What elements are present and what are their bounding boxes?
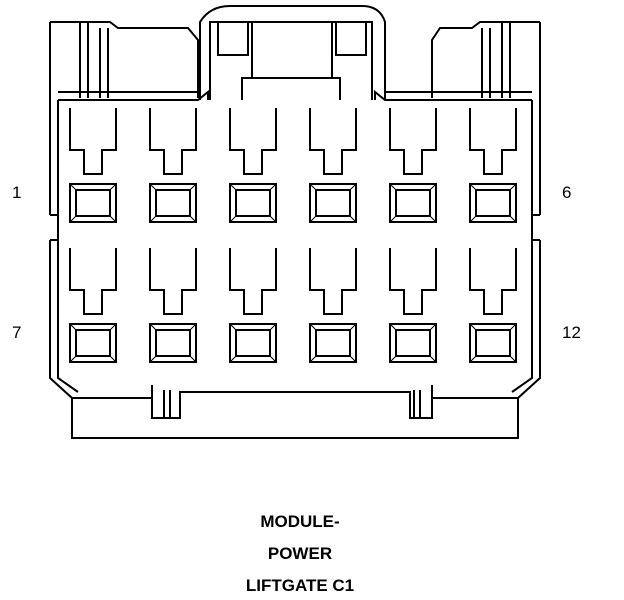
connector-body-inner-edge: [57, 100, 533, 393]
terminal-inner: [315, 189, 351, 217]
caption-line-2: POWER: [267, 544, 333, 563]
terminal-outer: [229, 323, 277, 363]
terminal-bevel: [389, 323, 437, 363]
terminal-latch-key: [69, 248, 117, 315]
base-slot-right: [413, 385, 433, 418]
terminal-cavity: [69, 108, 117, 223]
left-latch-ear: [50, 21, 199, 98]
terminal-inner: [235, 329, 271, 357]
terminal-inner: [395, 329, 431, 357]
terminal-inner: [395, 189, 431, 217]
terminal-cavity: [469, 108, 517, 223]
terminal-inner: [155, 189, 191, 217]
pin-label-1: 1: [12, 183, 22, 202]
terminal-cavity: [229, 248, 277, 363]
terminal-bevel: [229, 183, 277, 223]
terminal-latch-key: [389, 108, 437, 175]
terminal-bevel: [69, 323, 117, 363]
center-latch-window: [217, 22, 367, 79]
terminal-outer: [389, 323, 437, 363]
terminal-bevel: [309, 183, 357, 223]
terminal-cavity: [149, 108, 197, 223]
terminal-bevel: [469, 323, 517, 363]
terminal-latch-key: [469, 108, 517, 175]
terminal-bevel: [309, 323, 357, 363]
terminal-latch-key: [229, 248, 277, 315]
terminal-bevel: [469, 183, 517, 223]
terminal-latch-key: [149, 108, 197, 175]
terminal-bevel: [389, 183, 437, 223]
base-slot-left: [151, 385, 171, 418]
terminal-outer: [309, 323, 357, 363]
center-latch-inner: [209, 21, 373, 100]
terminal-bevel: [149, 323, 197, 363]
terminal-inner: [155, 329, 191, 357]
terminal-latch-key: [69, 108, 117, 175]
terminal-cavity: [389, 248, 437, 363]
pin-label-12: 12: [562, 323, 581, 342]
center-latch-outline: [199, 5, 386, 100]
terminal-outer: [469, 183, 517, 223]
pin-label-7: 7: [12, 323, 22, 342]
terminal-cavity: [309, 108, 357, 223]
terminal-cavity: [469, 248, 517, 363]
terminal-bevel: [229, 323, 277, 363]
right-latch-ear: [431, 21, 540, 98]
terminal-outer: [389, 183, 437, 223]
terminal-inner: [315, 329, 351, 357]
terminal-outer: [69, 323, 117, 363]
caption-line-3: LIFTGATE C1: [245, 576, 355, 595]
terminal-outer: [149, 323, 197, 363]
right-latch-ridge: [374, 89, 532, 101]
terminal-latch-key: [389, 248, 437, 315]
terminal-cavity-grid: [69, 108, 517, 363]
terminal-outer: [309, 183, 357, 223]
base-rail: [72, 391, 518, 419]
terminal-cavity: [389, 108, 437, 223]
terminal-latch-key: [469, 248, 517, 315]
center-latch-lock: [241, 77, 341, 100]
terminal-bevel: [69, 183, 117, 223]
terminal-latch-key: [149, 248, 197, 315]
terminal-inner: [475, 189, 511, 217]
connector-body-outline: [49, 22, 541, 439]
terminal-inner: [75, 329, 111, 357]
terminal-latch-key: [309, 108, 357, 175]
terminal-outer: [469, 323, 517, 363]
terminal-cavity: [69, 248, 117, 363]
terminal-bevel: [149, 183, 197, 223]
terminal-outer: [149, 183, 197, 223]
terminal-cavity: [229, 108, 277, 223]
terminal-outer: [229, 183, 277, 223]
pin-label-6: 6: [562, 183, 572, 202]
terminal-inner: [475, 329, 511, 357]
terminal-latch-key: [229, 108, 277, 175]
left-latch-ridge: [58, 89, 209, 101]
terminal-cavity: [149, 248, 197, 363]
terminal-cavity: [309, 248, 357, 363]
terminal-inner: [235, 189, 271, 217]
terminal-latch-key: [309, 248, 357, 315]
caption-line-1: MODULE-: [260, 512, 340, 531]
terminal-inner: [75, 189, 111, 217]
terminal-outer: [69, 183, 117, 223]
